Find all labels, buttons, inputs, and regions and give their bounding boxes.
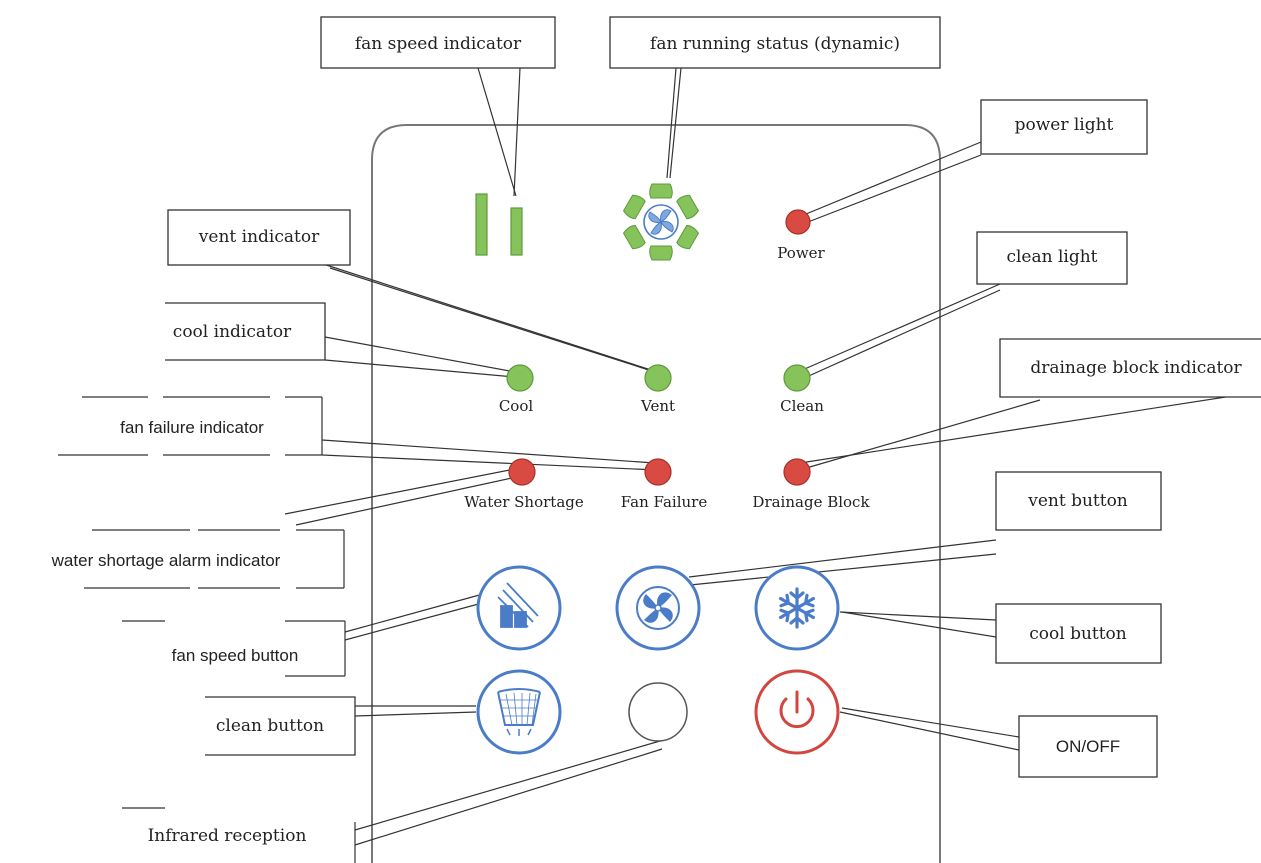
callout-fan-running-status: fan running status (dynamic): [609, 16, 941, 69]
svg-text:water shortage alarm indicator: water shortage alarm indicator: [51, 551, 281, 570]
fan-status-icon: [623, 183, 699, 261]
fan-speed-bars-icon: [475, 193, 523, 256]
clean-indicator-label: Clean: [780, 397, 824, 415]
fan-failure-indicator: [644, 458, 672, 486]
callout-fan-speed-indicator: fan speed indicator: [320, 16, 556, 69]
svg-text:Infrared reception: Infrared reception: [148, 826, 307, 846]
svg-text:fan failure indicator: fan failure indicator: [120, 418, 264, 437]
callout-fan-speed-button: fan speed button: [122, 620, 346, 677]
fan-status-petal: [623, 194, 646, 220]
water-shortage-indicator: [508, 458, 536, 486]
svg-text:fan speed indicator: fan speed indicator: [355, 34, 522, 54]
clean-basket-icon: [497, 688, 541, 736]
callout-clean-light: clean light: [976, 231, 1128, 285]
callout-infrared-reception: Infrared reception: [122, 807, 356, 863]
callout-fan-failure-indicator: fan failure indicator: [58, 396, 323, 456]
callout-clean-button: clean button: [205, 696, 356, 756]
fan-status-petal: [649, 183, 673, 199]
fan-status-petal: [676, 224, 699, 250]
cool-indicator-label: Cool: [499, 397, 534, 415]
fan-speed-button[interactable]: [476, 565, 562, 651]
drainage-block-indicator: [783, 458, 811, 486]
on-off-button[interactable]: [754, 669, 840, 755]
fan-status-petal: [623, 224, 646, 250]
fan-speed-icon: [497, 582, 539, 628]
svg-text:clean light: clean light: [1006, 247, 1097, 267]
vent-button[interactable]: [615, 565, 701, 651]
svg-text:fan running status (dynamic): fan running status (dynamic): [650, 34, 900, 54]
cool-button[interactable]: [754, 565, 840, 651]
water-shortage-label: Water Shortage: [464, 493, 584, 511]
vent-indicator-label: Vent: [640, 397, 675, 415]
fan-status-petal: [649, 245, 673, 261]
svg-text:drainage block indicator: drainage block indicator: [1030, 358, 1242, 378]
panel-frame: [371, 124, 941, 863]
fan-failure-label: Fan Failure: [621, 493, 708, 511]
clean-button[interactable]: [476, 669, 562, 755]
svg-text:fan speed button: fan speed button: [172, 646, 299, 665]
vent-indicator: [644, 364, 672, 392]
power-light: [785, 209, 811, 235]
leader-lines: [284, 67, 1259, 846]
clean-indicator: [783, 364, 811, 392]
svg-text:ON/OFF: ON/OFF: [1056, 737, 1120, 756]
svg-text:vent indicator: vent indicator: [198, 227, 320, 247]
infrared-sensor: [628, 682, 688, 742]
power-light-label: Power: [777, 244, 825, 262]
fan-status-petal: [676, 194, 699, 220]
callout-water-shortage-alarm: water shortage alarm indicator: [51, 529, 345, 589]
snowflake-icon: [778, 587, 816, 629]
svg-text:cool indicator: cool indicator: [173, 322, 292, 342]
drainage-block-label: Drainage Block: [752, 493, 870, 511]
svg-text:cool button: cool button: [1029, 624, 1127, 644]
callout-vent-indicator: vent indicator: [167, 209, 351, 266]
svg-text:clean button: clean button: [216, 716, 324, 736]
callout-cool-button: cool button: [995, 603, 1162, 664]
callout-vent-button: vent button: [995, 471, 1162, 531]
callout-drainage-block-indicator: drainage block indicator: [999, 338, 1261, 398]
cool-indicator: [506, 364, 534, 392]
svg-text:vent button: vent button: [1027, 491, 1128, 511]
callout-power-light: power light: [980, 99, 1148, 155]
callout-cool-indicator: cool indicator: [165, 302, 326, 361]
svg-text:power light: power light: [1015, 115, 1114, 135]
callout-on-off: ON/OFF: [1018, 715, 1158, 778]
power-icon: [779, 690, 815, 729]
fan-icon: [636, 586, 680, 630]
